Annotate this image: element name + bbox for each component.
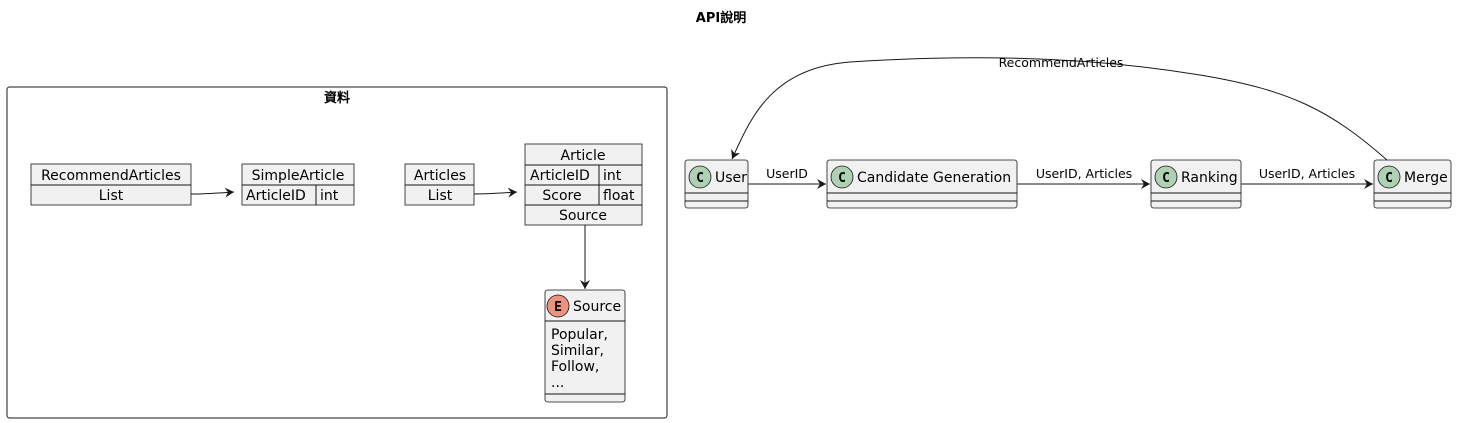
table-simple-article: SimpleArticle ArticleID int [241,163,355,206]
enum-value: Similar, [551,343,604,359]
enum-source-name: Source [573,299,621,315]
table-recommend-articles-name: RecommendArticles [41,168,181,184]
table-article-source-row: Source [559,208,607,224]
class-icon [1154,165,1178,189]
table-article-type-articleid: int [603,168,622,184]
class-icon [688,165,712,189]
arrow-merge-to-user [731,57,1388,161]
table-article-field-score: Score [542,188,581,204]
package-label: 資料 [324,90,350,106]
table-article-field-articleid: ArticleID [530,168,590,184]
class-ranking: C Ranking [1150,159,1242,209]
enum-value: ... [551,375,564,391]
class-candidate-generation-name: Candidate Generation [857,170,1011,186]
class-ranking-name: Ranking [1181,170,1238,186]
class-merge-name: Merge [1404,170,1448,186]
edge-label-recommend-articles: RecommendArticles [999,55,1124,70]
enum-value: Follow, [551,359,599,375]
class-icon [830,165,854,189]
table-recommend-articles: RecommendArticles List [30,163,192,206]
enum-icon-letter: E [554,300,562,315]
table-article-name: Article [561,148,606,164]
table-articles-name: Articles [414,168,466,184]
class-icon-letter: C [838,171,846,186]
package-frame [6,86,668,419]
diagram-title: API說明 [696,10,746,26]
class-user-name: User [715,170,747,186]
table-simple-article-name: SimpleArticle [252,168,345,184]
edge-label-candidate-ranking: UserID, Articles [1036,166,1132,181]
package-data: 資料 [6,86,668,419]
table-article-type-score: float [603,188,635,204]
class-candidate-generation: C Candidate Generation [826,159,1018,209]
edge-label-ranking-merge: UserID, Articles [1259,166,1355,181]
enum-source: E Source Popular, Similar, Follow, ... [544,289,626,403]
class-user: C User [684,159,749,209]
enum-icon [546,294,570,318]
arrow-articles-to-article [473,187,518,198]
table-articles-row: List [428,188,453,204]
edge-label-userid: UserID [766,166,808,181]
table-simple-article-field: ArticleID [246,188,306,204]
enum-value: Popular, [551,327,608,343]
arrow-recommend-to-simple [190,187,235,198]
table-article: Article ArticleID int Score float Source [524,143,643,226]
class-icon [1377,165,1401,189]
table-simple-article-type: int [320,188,339,204]
class-icon-letter: C [1385,171,1393,186]
class-icon-letter: C [1162,171,1170,186]
table-articles: Articles List [404,163,475,206]
table-recommend-articles-row: List [99,188,124,204]
class-merge: C Merge [1373,159,1452,209]
class-icon-letter: C [696,171,704,186]
